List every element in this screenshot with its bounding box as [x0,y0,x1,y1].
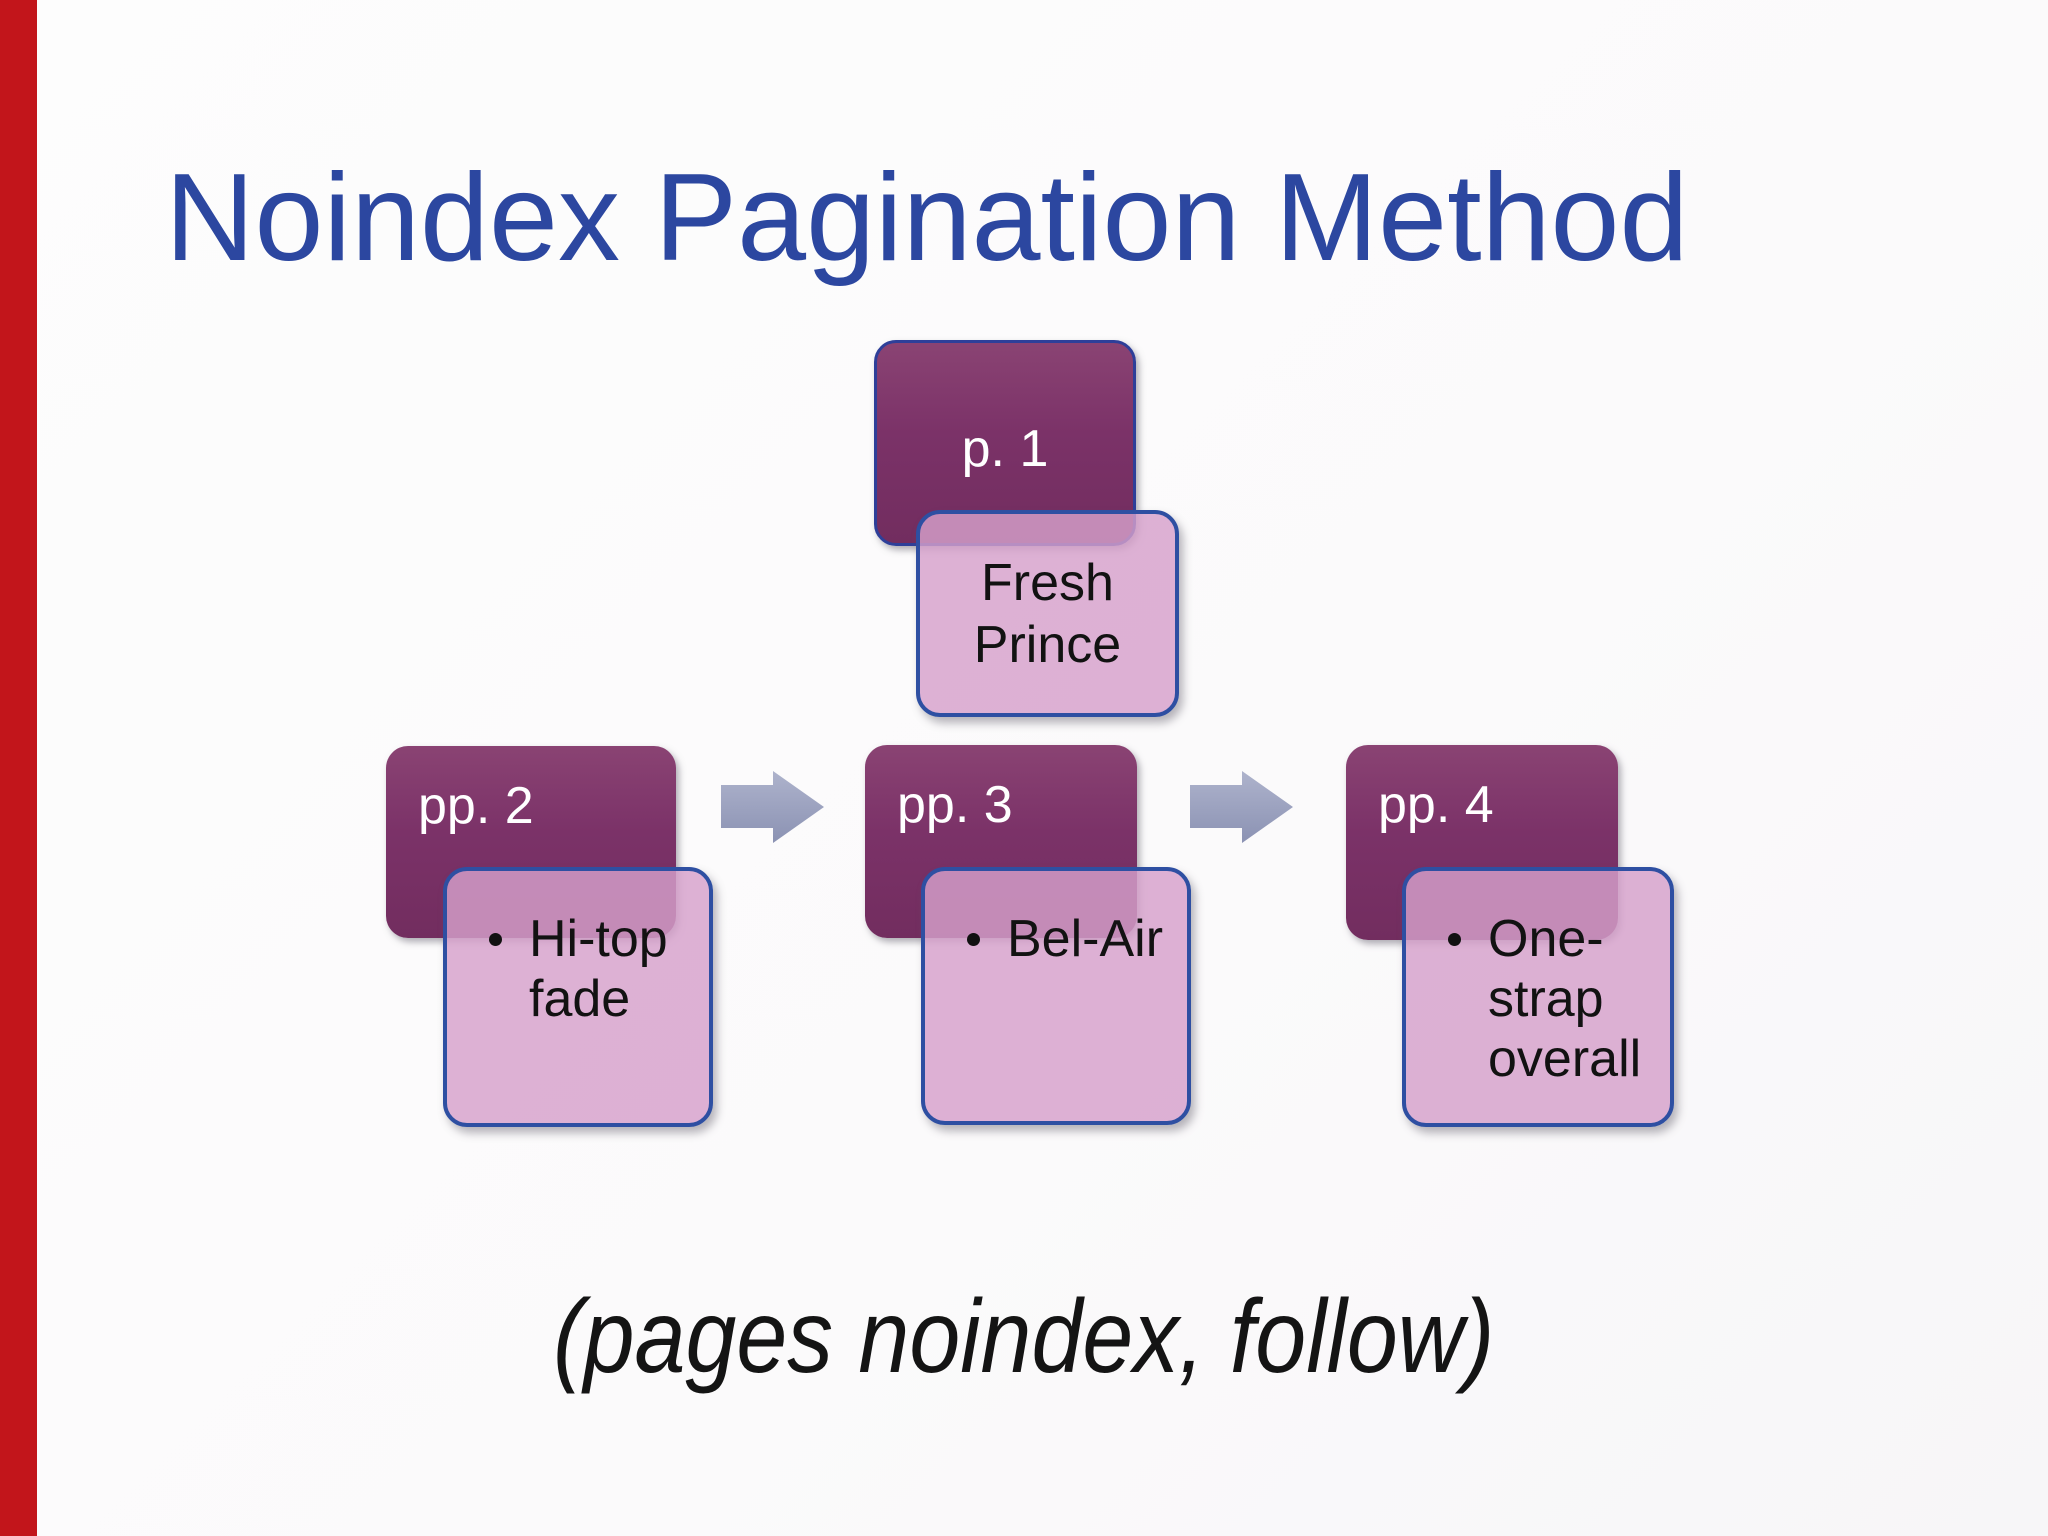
bullet-icon [489,933,502,946]
content-box-bel-air-text: Bel-Air [1007,910,1164,968]
slide-title: Noindex Pagination Method [165,149,1689,288]
content-box-fresh-prince-text: Fresh Prince [973,553,1122,674]
content-box-one-strap-overall: One-strap overall [1402,867,1674,1127]
content-box-one-strap-overall-text: One-strap overall [1488,910,1642,1088]
content-box-hi-top-fade: Hi-top fade [443,867,713,1127]
slide-footnote: (pages noindex, follow) [0,1278,2048,1397]
page-box-p1-label: p. 1 [961,420,1049,478]
left-edge-red-strip [0,0,37,1536]
page-box-pp4-label: pp. 4 [1378,776,1494,834]
page-box-pp2-label: pp. 2 [418,777,534,835]
slide-footnote-text: (pages noindex, follow) [553,1279,1495,1395]
bullet-icon [1448,933,1461,946]
content-box-fresh-prince: Fresh Prince [916,510,1179,717]
page-box-pp3-label: pp. 3 [897,776,1013,834]
arrow-right-icon [1190,771,1293,843]
content-box-bel-air: Bel-Air [921,867,1191,1125]
arrow-right-icon [721,771,824,843]
content-box-hi-top-fade-text: Hi-top fade [529,910,668,1028]
bullet-icon [967,933,980,946]
